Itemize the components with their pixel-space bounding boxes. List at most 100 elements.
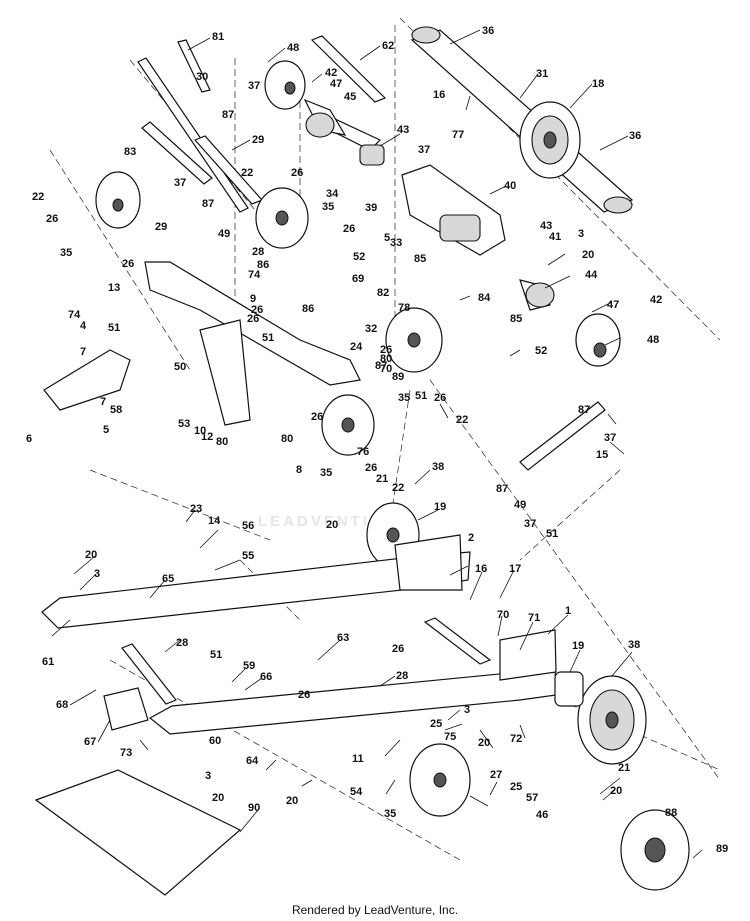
callout-24: 24 bbox=[350, 341, 363, 353]
callout-80: 80 bbox=[380, 353, 392, 365]
callout-3: 3 bbox=[205, 770, 211, 782]
callout-61: 61 bbox=[42, 656, 54, 668]
callout-81: 81 bbox=[212, 31, 224, 43]
callout-26: 26 bbox=[291, 167, 303, 179]
callout-20: 20 bbox=[286, 795, 298, 807]
callout-7: 7 bbox=[80, 346, 86, 358]
callout-16: 16 bbox=[433, 89, 445, 101]
rear-axle-assembly bbox=[410, 26, 634, 214]
callout-38: 38 bbox=[628, 639, 640, 651]
callout-28: 28 bbox=[396, 670, 408, 682]
callout-36: 36 bbox=[482, 25, 494, 37]
callout-15: 15 bbox=[596, 449, 608, 461]
callout-77: 77 bbox=[452, 129, 464, 141]
callout-35: 35 bbox=[60, 247, 72, 259]
callout-34: 34 bbox=[326, 188, 339, 200]
callout-3: 3 bbox=[578, 228, 584, 240]
callout-49: 49 bbox=[514, 499, 526, 511]
callout-58: 58 bbox=[110, 404, 122, 416]
callout-87: 87 bbox=[222, 109, 234, 121]
callout-85: 85 bbox=[510, 313, 522, 325]
callout-57: 57 bbox=[526, 792, 538, 804]
callout-70: 70 bbox=[380, 363, 392, 375]
callout-26: 26 bbox=[311, 411, 323, 423]
slide-rails bbox=[41, 534, 557, 735]
callout-35: 35 bbox=[322, 201, 334, 213]
callout-53: 53 bbox=[178, 418, 190, 430]
footer-credit: Rendered by LeadVenture, Inc. bbox=[291, 903, 459, 917]
callout-21: 21 bbox=[376, 473, 388, 485]
callout-27: 27 bbox=[490, 769, 502, 781]
callout-26: 26 bbox=[392, 643, 404, 655]
callout-87: 87 bbox=[375, 360, 387, 372]
callout-84: 84 bbox=[478, 292, 491, 304]
callout-87: 87 bbox=[578, 404, 590, 416]
callout-5: 5 bbox=[384, 232, 390, 244]
callout-37: 37 bbox=[174, 177, 186, 189]
callout-19: 19 bbox=[572, 640, 584, 652]
callout-37: 37 bbox=[248, 80, 260, 92]
callout-51: 51 bbox=[546, 528, 558, 540]
callout-86: 86 bbox=[302, 303, 314, 315]
callout-37: 37 bbox=[604, 432, 616, 444]
callout-51: 51 bbox=[210, 649, 222, 661]
callout-52: 52 bbox=[535, 345, 547, 357]
callout-56: 56 bbox=[242, 520, 254, 532]
callout-37: 37 bbox=[524, 518, 536, 530]
callout-31: 31 bbox=[536, 68, 548, 80]
callout-87: 87 bbox=[202, 198, 214, 210]
callout-76: 76 bbox=[357, 446, 369, 458]
callout-7: 7 bbox=[100, 396, 106, 408]
callout-75: 75 bbox=[444, 731, 456, 743]
callout-48: 48 bbox=[287, 42, 299, 54]
callout-20: 20 bbox=[610, 785, 622, 797]
callout-20: 20 bbox=[326, 519, 338, 531]
callout-11: 11 bbox=[352, 753, 364, 765]
callout-20: 20 bbox=[85, 549, 97, 561]
callout-19: 19 bbox=[434, 501, 446, 513]
callout-44: 44 bbox=[585, 269, 598, 281]
callout-21: 21 bbox=[618, 762, 630, 774]
callout-82: 82 bbox=[377, 287, 389, 299]
callout-73: 73 bbox=[120, 747, 132, 759]
callout-42: 42 bbox=[650, 294, 662, 306]
callout-51: 51 bbox=[415, 390, 427, 402]
callout-3: 3 bbox=[94, 568, 100, 580]
callout-26: 26 bbox=[247, 313, 259, 325]
callout-14: 14 bbox=[208, 515, 221, 527]
callout-83: 83 bbox=[124, 146, 136, 158]
callout-labels: 81 48 62 36 30 37 42 47 45 31 18 87 16 2… bbox=[26, 25, 728, 855]
callout-1: 1 bbox=[565, 605, 571, 617]
callout-50: 50 bbox=[174, 361, 186, 373]
callout-51: 51 bbox=[262, 332, 274, 344]
callout-17: 17 bbox=[509, 563, 521, 575]
callout-69: 69 bbox=[352, 273, 364, 285]
callout-64: 64 bbox=[246, 755, 259, 767]
callout-29: 29 bbox=[155, 221, 167, 233]
callout-38: 38 bbox=[432, 461, 444, 473]
callout-43: 43 bbox=[397, 124, 409, 136]
callout-4: 4 bbox=[80, 320, 87, 332]
callout-65: 65 bbox=[162, 573, 174, 585]
callout-63: 63 bbox=[337, 632, 349, 644]
callout-13: 13 bbox=[108, 282, 120, 294]
callout-32: 32 bbox=[365, 323, 377, 335]
callout-28: 28 bbox=[176, 637, 188, 649]
callout-71: 71 bbox=[528, 612, 540, 624]
callout-47: 47 bbox=[330, 78, 342, 90]
callout-26: 26 bbox=[434, 392, 446, 404]
callout-67: 67 bbox=[84, 736, 96, 748]
callout-35: 35 bbox=[384, 808, 396, 820]
callout-26: 26 bbox=[343, 223, 355, 235]
callout-36: 36 bbox=[629, 130, 641, 142]
callout-74: 74 bbox=[248, 269, 261, 281]
callout-85: 85 bbox=[414, 253, 426, 265]
callout-26: 26 bbox=[251, 304, 263, 316]
callout-43: 43 bbox=[540, 220, 552, 232]
callout-89: 89 bbox=[716, 843, 728, 855]
callout-23: 23 bbox=[190, 503, 202, 515]
callout-74: 74 bbox=[68, 309, 81, 321]
watermark-text: LEADVENTURE bbox=[258, 513, 404, 530]
callout-88: 88 bbox=[665, 807, 677, 819]
callout-42: 42 bbox=[325, 67, 337, 79]
